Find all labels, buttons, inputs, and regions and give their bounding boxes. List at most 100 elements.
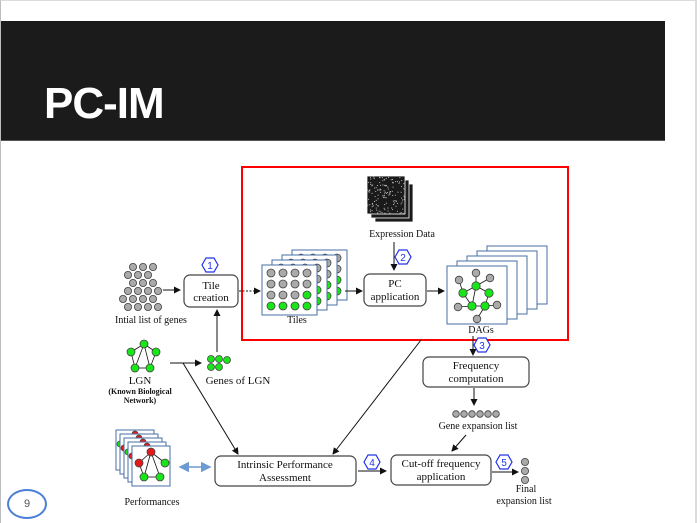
gene-dot <box>128 262 137 271</box>
noise-pixel <box>393 204 395 206</box>
noise-pixel <box>382 195 384 197</box>
gene-dot <box>484 410 492 418</box>
gene-dot <box>223 356 231 364</box>
noise-pixel <box>379 189 381 191</box>
noise-pixel <box>368 191 370 193</box>
gene-dot <box>124 270 133 279</box>
initial-genes-label: Intial list of genes <box>115 315 187 326</box>
gene-dot <box>480 301 490 311</box>
tile-creation-line2: creation <box>193 292 229 304</box>
noise-pixel <box>391 207 393 209</box>
gene-dot <box>278 290 288 300</box>
noise-pixel <box>369 204 371 206</box>
gene-dot <box>492 410 500 418</box>
noise-pixel <box>392 182 394 184</box>
noise-pixel <box>402 208 404 210</box>
pc-application-line2: application <box>371 291 420 303</box>
noise-pixel <box>391 190 393 192</box>
noise-pixel <box>368 190 370 192</box>
svg-text:4: 4 <box>369 458 375 469</box>
noise-pixel <box>374 196 376 198</box>
noise-pixel <box>400 203 402 205</box>
noise-pixel <box>384 204 386 206</box>
gene-dot <box>460 410 468 418</box>
noise-pixel <box>396 210 398 212</box>
noise-pixel <box>383 184 385 186</box>
noise-pixel <box>377 212 379 214</box>
noise-pixel <box>382 196 384 198</box>
frequency-computation-box: Frequency computation <box>422 356 530 388</box>
noise-pixel <box>381 211 383 213</box>
noise-pixel <box>371 206 373 208</box>
gene-dot <box>133 302 142 311</box>
noise-pixel <box>403 195 405 197</box>
noise-pixel <box>395 205 397 207</box>
noise-pixel <box>373 213 375 215</box>
gene-dot <box>143 286 152 295</box>
noise-pixel <box>398 182 400 184</box>
noise-pixel <box>373 177 375 179</box>
noise-pixel <box>375 199 377 201</box>
lgn-network <box>126 339 161 373</box>
arrow-genelist-to-cutoff <box>451 434 467 452</box>
noise-pixel <box>391 178 393 180</box>
gene-dot <box>471 281 481 291</box>
noise-pixel <box>397 191 399 193</box>
noise-pixel <box>377 205 379 207</box>
gene-dot <box>476 410 484 418</box>
gene-dot <box>153 286 162 295</box>
svg-text:2: 2 <box>400 253 406 264</box>
gene-expansion-label: Gene expansion list <box>439 421 518 432</box>
gene-dot <box>148 294 157 303</box>
noise-pixel <box>383 194 385 196</box>
lgn-sub1: (Known Biological <box>108 387 172 396</box>
noise-pixel <box>399 181 401 183</box>
gene-dot <box>484 288 494 298</box>
noise-pixel <box>367 181 369 183</box>
lgn-sub2: Network) <box>124 396 157 405</box>
dags-stack <box>446 245 548 325</box>
gene-dot <box>207 363 215 371</box>
arrow-dags-to-assessment <box>332 339 422 455</box>
arrow-lgn-to-assessment <box>182 362 239 455</box>
noise-pixel <box>370 183 372 185</box>
noise-pixel <box>401 186 403 188</box>
gene-dot <box>521 475 530 484</box>
gene-dot <box>521 466 530 475</box>
gene-dot <box>128 294 137 303</box>
noise-pixel <box>377 189 379 191</box>
noise-pixel <box>389 193 391 195</box>
gene-dot <box>138 294 147 303</box>
noise-pixel <box>370 176 372 178</box>
noise-pixel <box>378 210 380 212</box>
gene-dot <box>521 457 530 466</box>
intrinsic-line2: Assessment <box>259 472 311 484</box>
noise-pixel <box>388 176 390 178</box>
noise-pixel <box>379 182 381 184</box>
lgn-label: LGN <box>129 375 152 387</box>
noise-pixel <box>377 198 379 200</box>
final-line1: Final <box>516 484 537 495</box>
step-3-badge: 3 <box>473 337 491 353</box>
gene-dot <box>458 288 468 298</box>
gene-dot <box>302 290 312 300</box>
gene-dot <box>151 347 161 357</box>
noise-pixel <box>384 209 386 211</box>
noise-pixel <box>403 199 405 201</box>
noise-pixel <box>395 181 397 183</box>
noise-pixel <box>394 200 396 202</box>
noise-pixel <box>375 190 377 192</box>
gene-dot <box>215 363 223 371</box>
svg-text:3: 3 <box>479 341 485 352</box>
final-line2: expansion list <box>496 496 551 507</box>
noise-pixel <box>385 202 387 204</box>
noise-pixel <box>392 181 394 183</box>
intrinsic-assessment-box: Intrinsic Performance Assessment <box>214 455 357 487</box>
noise-pixel <box>393 202 395 204</box>
expression-matrix <box>366 175 406 215</box>
gene-dot <box>143 270 152 279</box>
noise-pixel <box>371 192 373 194</box>
gene-dot <box>492 300 502 310</box>
noise-pixel <box>382 180 384 182</box>
